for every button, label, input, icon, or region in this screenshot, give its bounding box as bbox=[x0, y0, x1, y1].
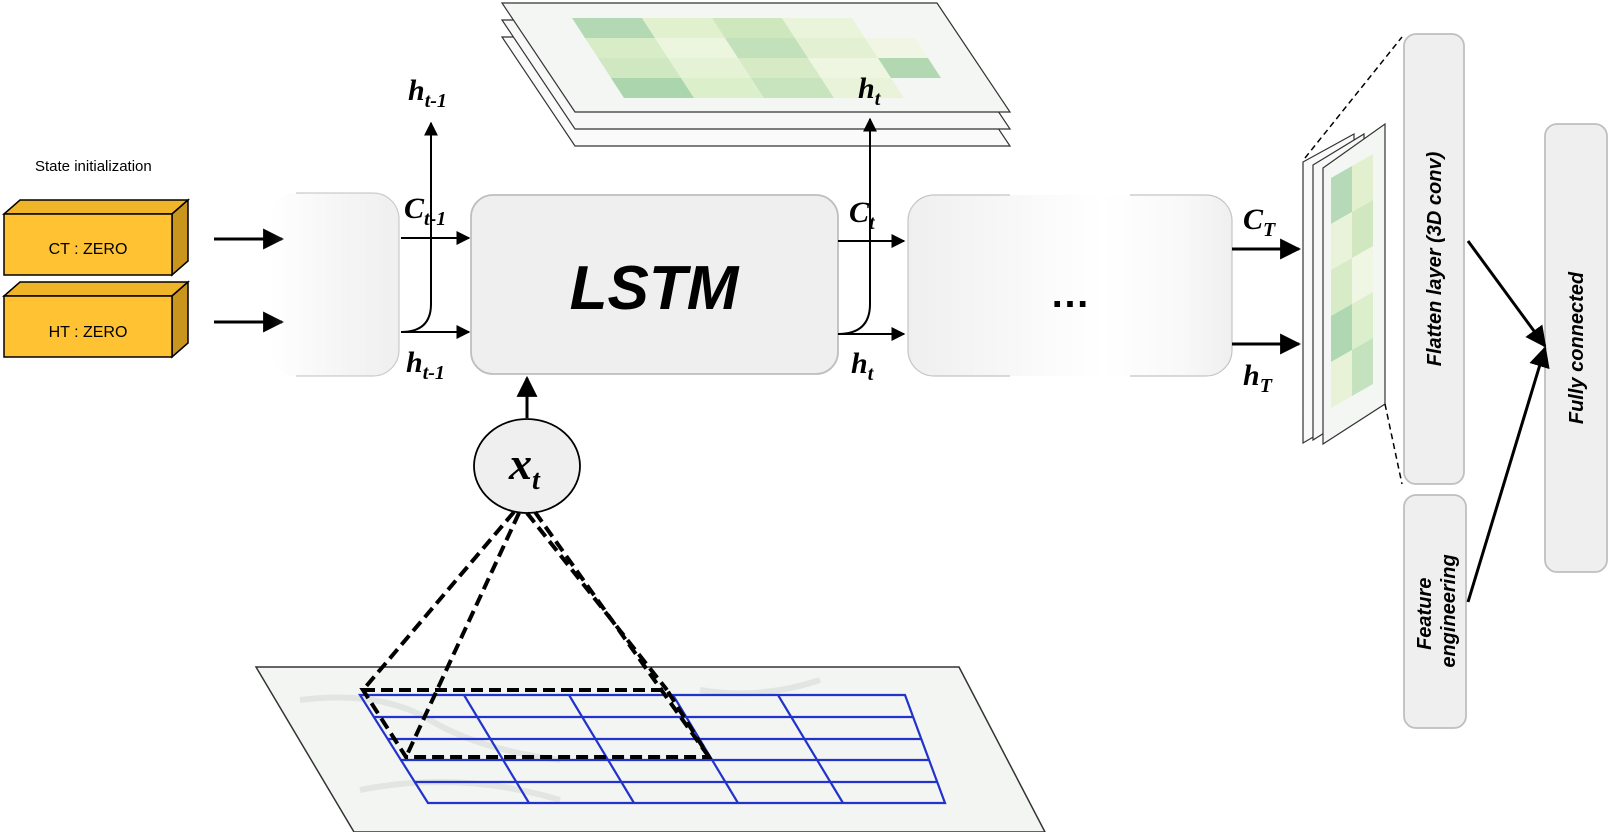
h-cur-label: ht bbox=[851, 347, 875, 385]
feature-map-cells bbox=[1331, 154, 1373, 408]
h-final-label: hT bbox=[1243, 359, 1273, 397]
stack-bottom-guide bbox=[1384, 403, 1403, 485]
stack-top-guide bbox=[1304, 36, 1403, 159]
c-final-label: CT bbox=[1243, 203, 1276, 241]
feature-engineering-label: Feature engineering bbox=[1414, 554, 1460, 667]
input-grid-map bbox=[254, 666, 1046, 832]
ht-zero-box: HT : ZERO bbox=[2, 280, 190, 359]
ellipsis: … bbox=[1050, 272, 1090, 316]
flatten-layer-box: Flatten layer (3D conv) bbox=[1403, 33, 1465, 485]
feature-engineering-box: Feature engineering bbox=[1403, 494, 1467, 729]
receptive-field-box bbox=[359, 688, 713, 759]
lstm-label: LSTM bbox=[570, 254, 740, 323]
ht-zero-label: HT : ZERO bbox=[49, 324, 128, 341]
feature-to-fc-arrow bbox=[1466, 345, 1550, 603]
x-input-node: xt bbox=[473, 418, 581, 514]
h-prev-in-label: ht-1 bbox=[406, 346, 445, 384]
output-heatmap-stack bbox=[500, 2, 1012, 147]
h-prev-out-label: ht-1 bbox=[408, 74, 447, 112]
x-input-label: xt bbox=[508, 438, 541, 496]
fully-connected-label: Fully connected bbox=[1566, 271, 1588, 424]
lstm-cell: LSTM bbox=[470, 194, 839, 375]
h-cur-out-label: ht bbox=[858, 72, 882, 110]
c-cur-label: Ct bbox=[849, 196, 876, 234]
ct-zero-box: CT : ZERO bbox=[2, 198, 190, 277]
ct-zero-label: CT : ZERO bbox=[49, 241, 128, 258]
flatten-to-fc-arrow bbox=[1466, 240, 1547, 348]
c-prev-label: Ct-1 bbox=[404, 192, 446, 230]
feature-map-stack bbox=[1302, 122, 1386, 446]
flatten-layer-label: Flatten layer (3D conv) bbox=[1424, 151, 1446, 366]
h-cur-branch bbox=[837, 117, 877, 335]
output-heatmap-cells bbox=[572, 18, 941, 98]
fully-connected-box: Fully connected bbox=[1544, 123, 1608, 573]
h-prev-branch bbox=[400, 121, 438, 333]
projection-lines bbox=[361, 510, 711, 759]
state-init-title: State initialization bbox=[35, 158, 152, 175]
input-grid-lines bbox=[358, 693, 947, 805]
previous-cell bbox=[270, 192, 400, 377]
next-cell bbox=[907, 194, 1233, 377]
